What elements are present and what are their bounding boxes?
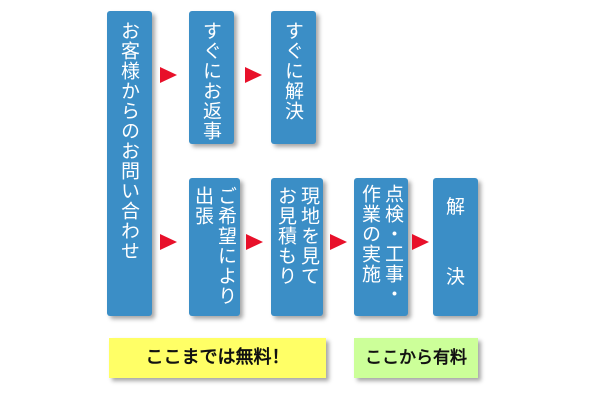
survey-box: 現地を見て お見積もり <box>271 178 323 316</box>
arrow-right-icon <box>246 234 263 250</box>
quick-reply-label: すぐにお返事 <box>200 21 222 141</box>
inquiry-label: お客様からのお問い合わせ <box>118 21 140 261</box>
quick-reply-box: すぐにお返事 <box>189 11 234 144</box>
work-label-line2: 作業の実施 <box>359 184 381 284</box>
arrow-right-icon <box>330 234 347 250</box>
quick-solve-box: すぐに解決 <box>271 11 316 144</box>
paid-band: ここから有料 <box>354 338 478 378</box>
survey-label-line2: お見積もり <box>275 186 297 286</box>
solve-box: 解 決 <box>433 178 478 316</box>
visit-box: ご希望により 出張 <box>189 178 240 316</box>
visit-label-line2: 出張 <box>192 186 214 226</box>
arrow-right-icon <box>160 234 177 250</box>
arrow-right-icon <box>245 67 262 83</box>
work-label-line1: 点検・工事・ <box>382 184 404 304</box>
work-box: 点検・工事・ 作業の実施 <box>354 178 408 316</box>
inquiry-box: お客様からのお問い合わせ <box>107 11 152 316</box>
free-band: ここまでは無料！ <box>109 338 326 378</box>
quick-solve-label: すぐに解決 <box>282 21 304 121</box>
paid-band-label: ここから有料 <box>365 348 467 368</box>
solve-char-1: 解 <box>446 196 466 218</box>
survey-label-line1: 現地を見て <box>298 186 320 286</box>
free-band-label: ここまでは無料！ <box>145 347 290 368</box>
arrow-right-icon <box>160 67 177 83</box>
arrow-right-icon <box>412 234 429 250</box>
visit-label-line1: ご希望により <box>215 186 237 306</box>
solve-char-2: 決 <box>446 266 466 288</box>
